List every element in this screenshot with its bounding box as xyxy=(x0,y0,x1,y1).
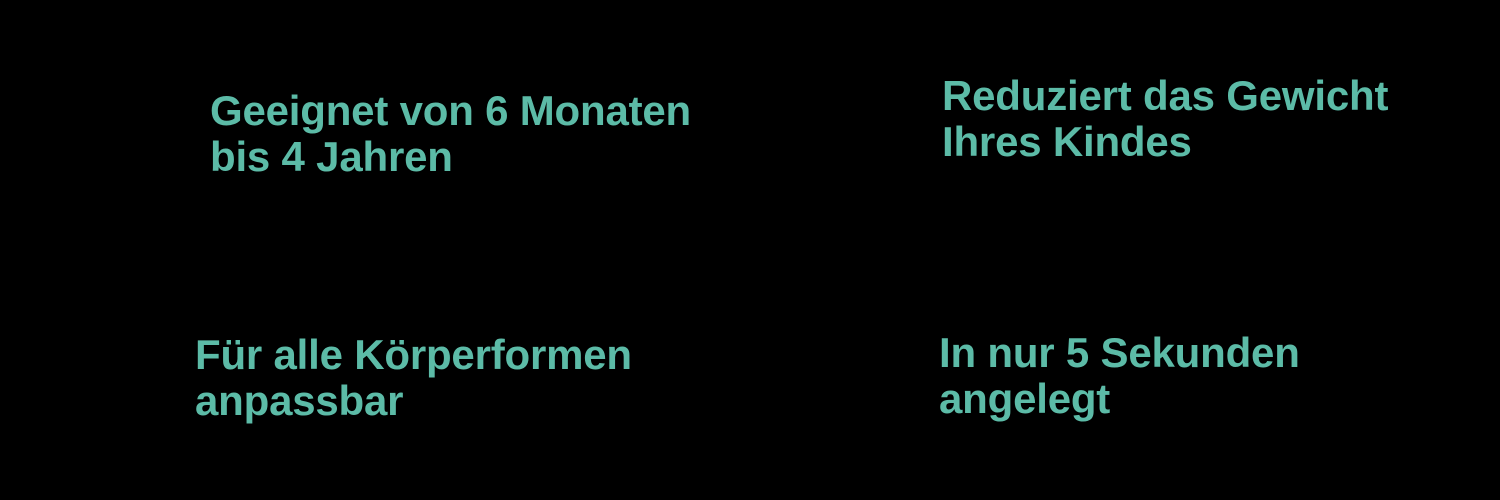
feature-body-shapes: Für alle Körperformen anpassbar xyxy=(195,331,632,424)
feature-age-range: Geeignet von 6 Monaten bis 4 Jahren xyxy=(210,87,691,180)
feature-weight-reduction: Reduziert das Gewicht Ihres Kindes xyxy=(942,72,1389,165)
feature-setup-speed: In nur 5 Sekunden angelegt xyxy=(939,329,1300,422)
